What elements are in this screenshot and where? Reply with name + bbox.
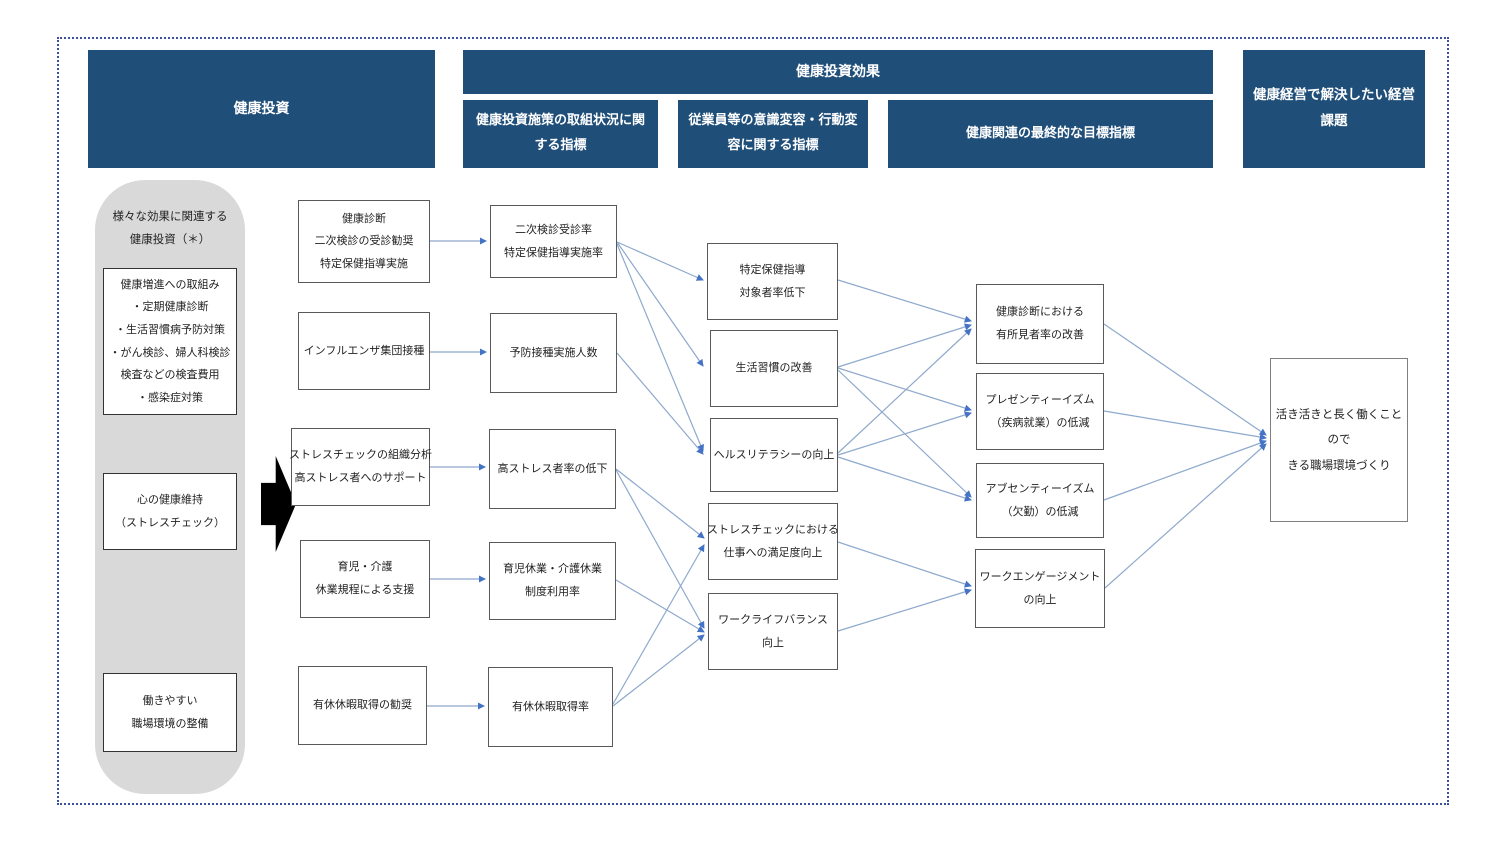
node-goal-workplace: 活き活きと長く働くことので きる職場環境づくり	[1270, 358, 1408, 522]
edge-line	[612, 544, 705, 705]
edge-line	[615, 579, 705, 633]
edge-line	[837, 411, 972, 456]
panel-box-health-promotion: 健康増進への取組み ・定期健康診断 ・生活習慣病予防対策 ・がん検診、婦人科検診…	[103, 268, 237, 415]
node-highstress-rate: 高ストレス者率の低下	[489, 429, 616, 509]
edge-line	[837, 541, 972, 588]
edge-line	[616, 241, 704, 281]
node-leave-usage-rate: 育児休業・介護休業 制度利用率	[489, 542, 616, 620]
panel-box-workplace: 働きやすい 職場環境の整備	[103, 673, 237, 752]
header-management-issues: 健康経営で解決したい経営課題	[1243, 50, 1425, 168]
node-worklife-balance: ワークライフバランス 向上	[708, 593, 838, 670]
node-checkup-promotion: 健康診断 二次検診の受診勧奨 特定保健指導実施	[298, 200, 430, 283]
edge-line	[837, 367, 972, 412]
edge-line	[837, 328, 972, 454]
header-initiative-status-indicators: 健康投資施策の取組状況に関する指標	[463, 100, 658, 168]
edge-line	[1104, 443, 1267, 589]
edge-line	[1103, 410, 1267, 441]
node-health-literacy: ヘルスリテラシーの向上	[710, 418, 838, 492]
panel-box-mental-health: 心の健康維持 （ストレスチェック）	[103, 473, 237, 550]
node-findings-improvement: 健康診断における 有所見者率の改善	[976, 284, 1104, 364]
edge-line	[615, 468, 705, 539]
edge-line	[616, 243, 704, 452]
investment-panel-title: 様々な効果に関連する 健康投資（＊）	[112, 209, 228, 246]
edge-line	[615, 469, 705, 629]
node-vaccination-count: 予防接種実施人数	[490, 313, 617, 393]
header-investment-effect: 健康投資効果	[463, 50, 1213, 94]
node-influenza: インフルエンザ集団接種	[298, 312, 430, 390]
node-presenteeism: プレゼンティーイズム （疾病就業）の低減	[976, 373, 1104, 450]
node-lifestyle-improvement: 生活習慣の改善	[710, 330, 838, 407]
edge-line	[616, 352, 704, 455]
node-secondary-checkup-rate: 二次検診受診率 特定保健指導実施率	[490, 205, 617, 278]
edge-line	[1103, 323, 1267, 436]
node-childcare-support: 育児・介護 休業規程による支援	[300, 540, 430, 618]
node-paidleave-rate: 有休休暇取得率	[488, 667, 613, 747]
edge-line	[837, 323, 972, 368]
edge-line	[837, 456, 972, 502]
edge-line	[837, 588, 972, 632]
node-guidance-target-rate: 特定保健指導 対象者率低下	[707, 243, 838, 320]
header-awareness-behavior-indicators: 従業員等の意識変容・行動変容に関する指標	[678, 100, 868, 168]
node-absenteeism: アブセンティーイズム （欠勤）の低減	[976, 463, 1104, 538]
edge-line	[612, 634, 705, 707]
node-job-satisfaction: ストレスチェックにおける 仕事への満足度向上	[707, 503, 839, 580]
node-work-engagement: ワークエンゲージメント の向上	[975, 549, 1105, 628]
edge-line	[616, 241, 704, 367]
node-paidleave-promotion: 有休休暇取得の勧奨	[298, 666, 427, 745]
header-health-investment: 健康投資	[88, 50, 435, 168]
header-final-target-indicators: 健康関連の最終的な目標指標	[888, 100, 1213, 168]
node-stresscheck-analysis: ストレスチェックの組織分析 高ストレス者へのサポート	[289, 428, 432, 506]
edge-line	[837, 279, 972, 323]
edge-line	[1103, 439, 1267, 501]
